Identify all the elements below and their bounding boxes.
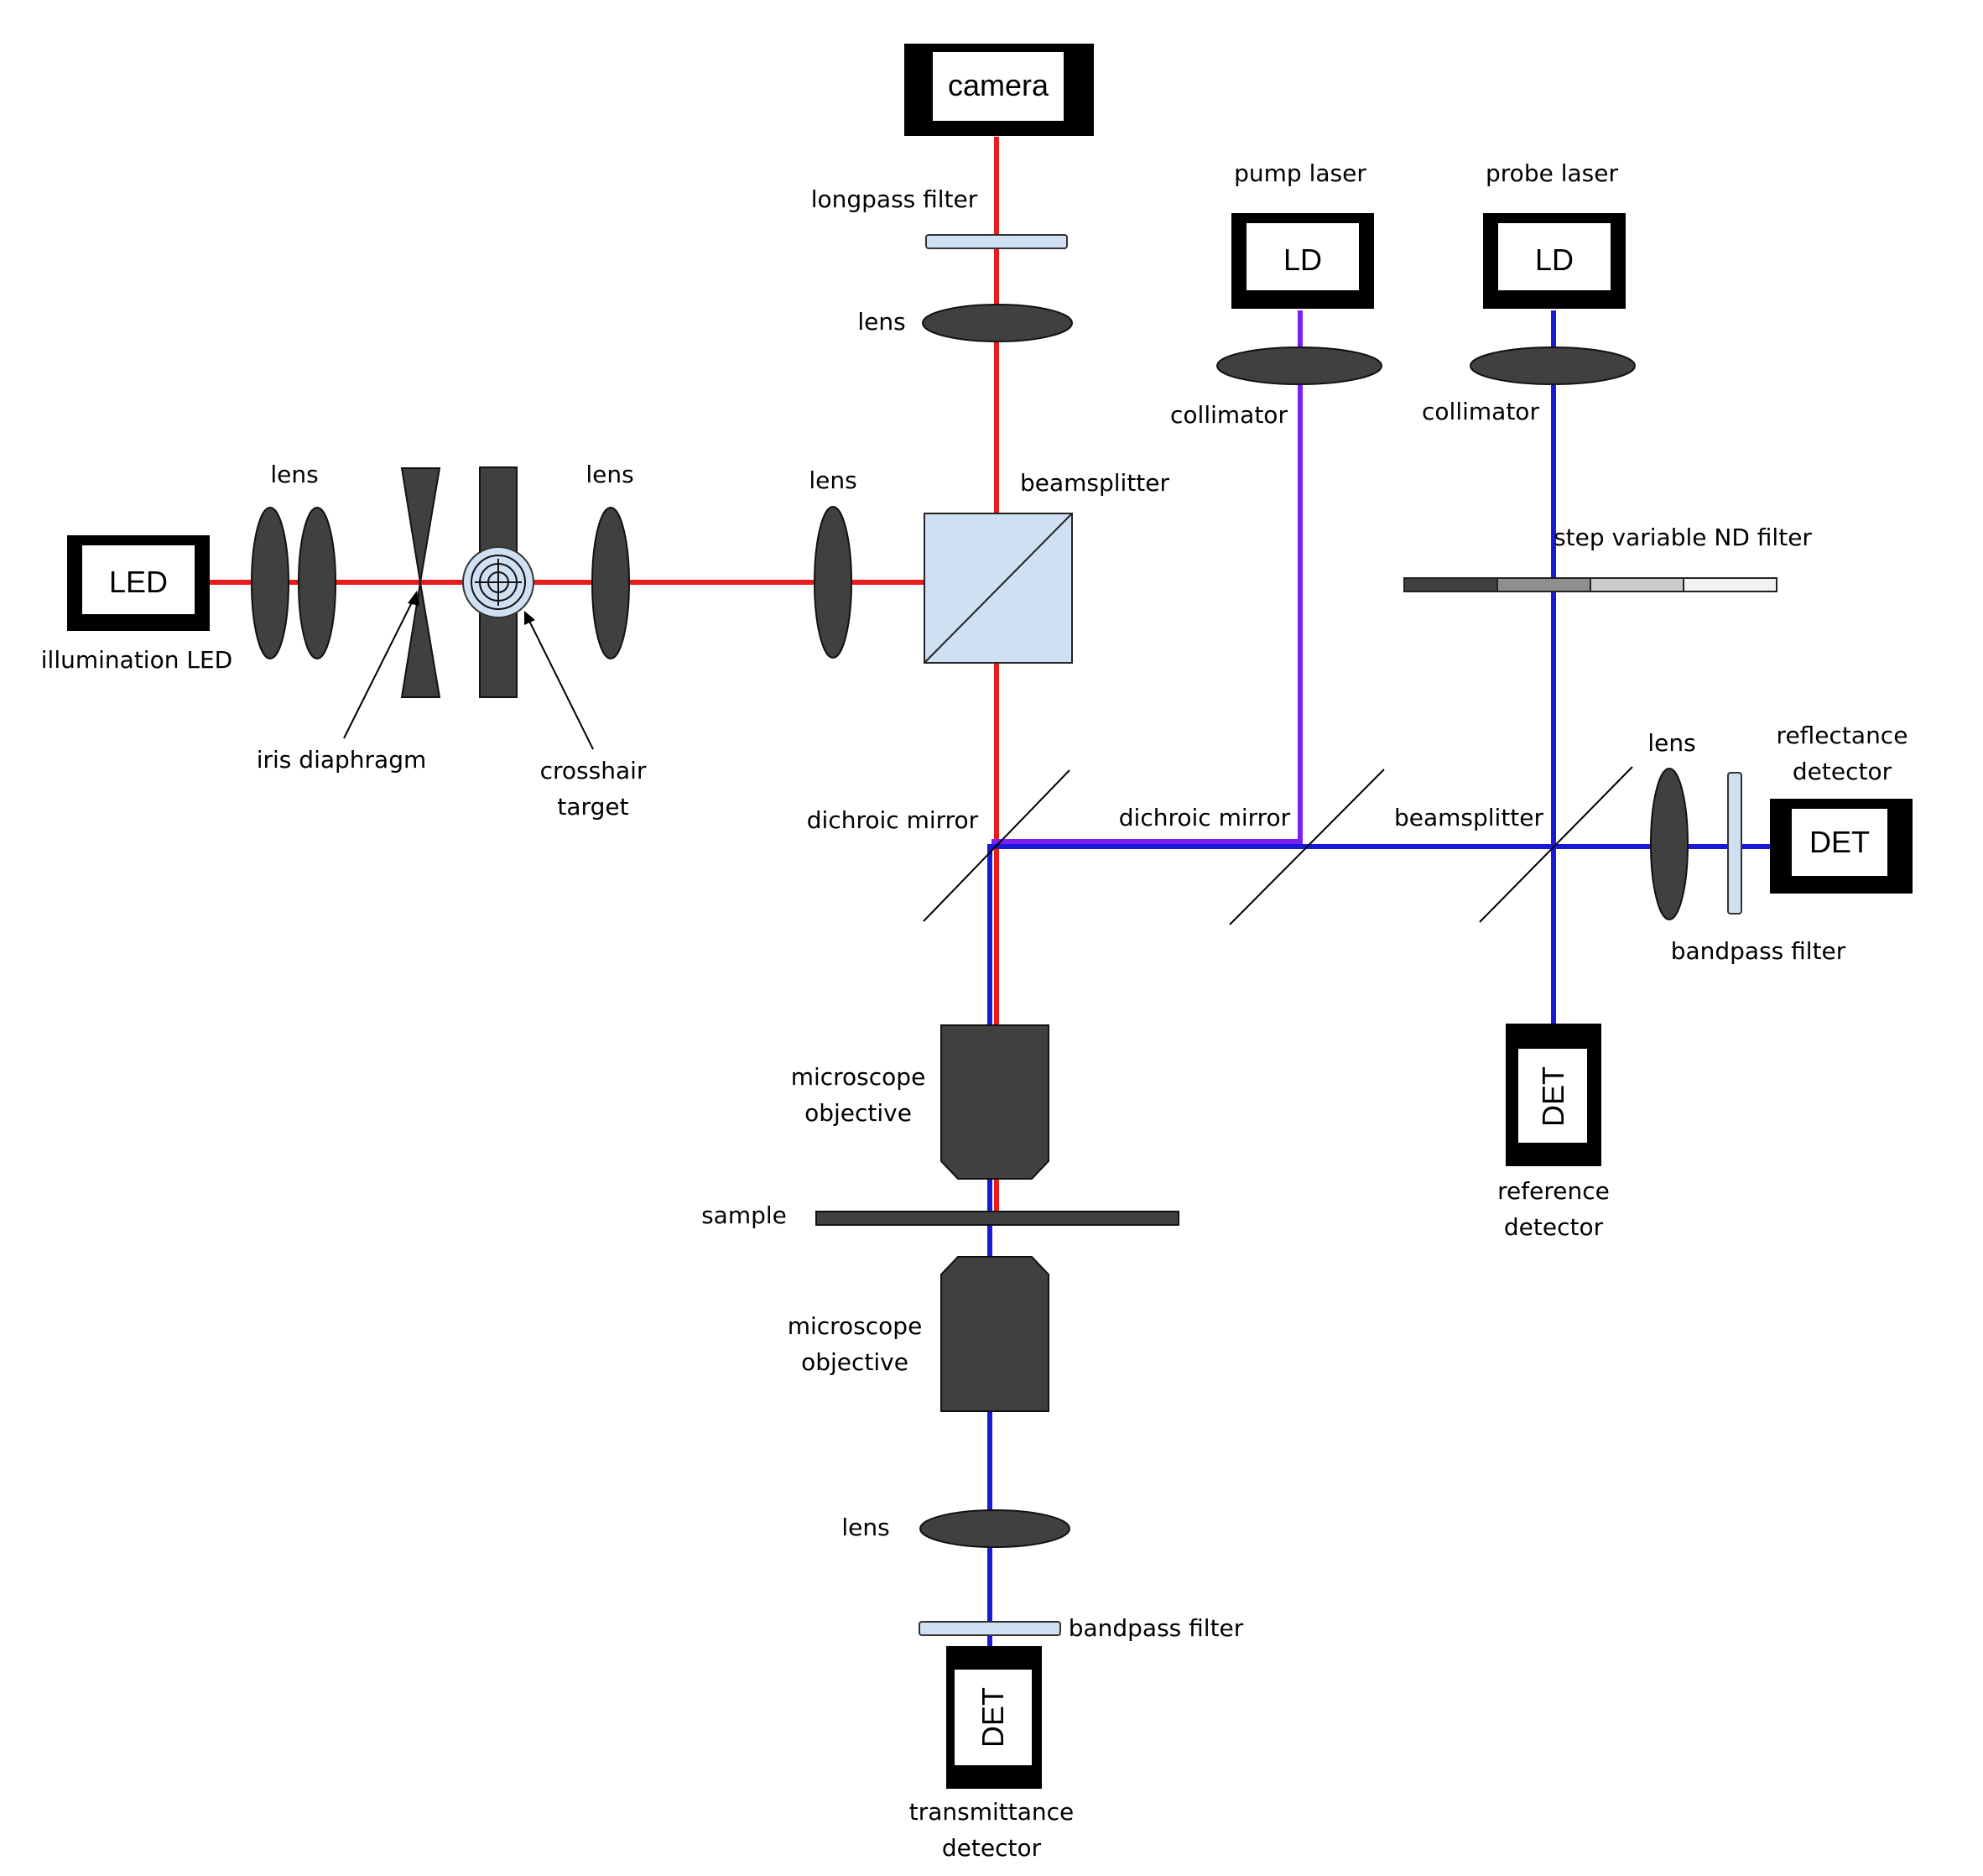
beamsplitter-plate <box>1479 766 1633 923</box>
sample-label: sample <box>701 1201 787 1229</box>
reflectance-detector-label-1: reflectance <box>1777 722 1908 749</box>
microscope-objective-top-label-1: microscope <box>791 1063 926 1091</box>
camera-label: camera <box>948 68 1049 102</box>
collimator-pump <box>1216 347 1382 385</box>
dichroic-mirror-2 <box>1229 769 1385 925</box>
lens-led-1 <box>251 507 289 659</box>
longpass-filter <box>925 234 1068 249</box>
transmittance-detector-label-2: detector <box>942 1834 1042 1862</box>
illumination-led-label: illumination LED <box>41 646 232 674</box>
collimator-probe <box>1470 347 1636 385</box>
bandpass-filter-reflectance <box>1727 772 1742 915</box>
pump-ld-label: LD <box>1283 242 1322 277</box>
lens-camera-label: lens <box>857 308 905 336</box>
iris-pointer-arrow <box>343 591 419 739</box>
lens-reflectance <box>1650 768 1689 920</box>
probe-laser-label: probe laser <box>1486 159 1618 187</box>
beamsplitter-cube-label: beamsplitter <box>1020 469 1170 497</box>
step-nd-filter <box>1403 577 1777 592</box>
reflectance-detector-label-2: detector <box>1793 758 1892 785</box>
transmittance-det-label: DET <box>976 1687 1010 1748</box>
lens-camera <box>922 304 1073 342</box>
crosshair-target-label-1: crosshair <box>540 757 647 784</box>
dichroic-mirror-2-label: dichroic mirror <box>1119 804 1291 831</box>
crosshair-pointer-arrow <box>524 611 594 750</box>
lens-transmittance <box>919 1509 1070 1548</box>
bandpass-filter-transmittance-label: bandpass filter <box>1069 1614 1244 1642</box>
transmittance-detector-label-1: transmittance <box>909 1798 1075 1826</box>
beamsplitter-plate-label: beamsplitter <box>1394 804 1544 831</box>
reference-detector: DET <box>1506 1024 1601 1166</box>
lens-before-bs <box>814 506 852 659</box>
step-nd-filter-label: step variable ND filter <box>1554 524 1812 551</box>
pump-laser-diode: LD <box>1231 213 1374 309</box>
led-label: LED <box>109 565 168 599</box>
camera: camera <box>904 44 1094 136</box>
microscope-objective-bottom-label-1: microscope <box>788 1312 923 1340</box>
reflectance-det-label: DET <box>1809 825 1870 859</box>
collimator-probe-label: collimator <box>1422 398 1539 425</box>
beams <box>208 137 1772 1646</box>
probe-ld-label: LD <box>1535 242 1574 277</box>
microscope-objective-top-label-2: objective <box>804 1099 912 1127</box>
reference-det-label: DET <box>1536 1066 1570 1127</box>
reflectance-detector: DET <box>1770 799 1913 894</box>
iris-diaphragm-bottom <box>400 581 441 698</box>
pump-laser-label: pump laser <box>1234 159 1366 187</box>
crosshair-target <box>462 466 534 698</box>
bandpass-filter-transmittance <box>919 1621 1061 1636</box>
dichroic-mirror-1-label: dichroic mirror <box>807 806 979 834</box>
sample <box>815 1211 1179 1226</box>
bandpass-filter-reflectance-label: bandpass filter <box>1671 937 1846 965</box>
lens-after-target-label: lens <box>586 461 633 488</box>
illumination-led: LED <box>67 535 210 631</box>
lens-after-target <box>591 507 630 659</box>
reference-detector-label-1: reference <box>1497 1177 1610 1205</box>
iris-diaphragm-top <box>400 467 441 583</box>
longpass-filter-label: longpass filter <box>811 185 978 213</box>
crosshair-target-label-2: target <box>557 793 628 821</box>
lens-led-pair-label: lens <box>270 461 318 488</box>
probe-laser-diode: LD <box>1483 213 1626 309</box>
lens-before-bs-label: lens <box>809 466 856 494</box>
reference-detector-label-2: detector <box>1504 1213 1604 1241</box>
dichroic-mirror-1 <box>923 769 1070 922</box>
lens-led-2 <box>298 507 336 659</box>
lens-reflectance-label: lens <box>1647 729 1695 757</box>
collimator-pump-label: collimator <box>1170 401 1288 429</box>
beamsplitter-cube <box>924 513 1073 664</box>
microscope-objective-bottom <box>940 1256 1049 1412</box>
transmittance-detector: DET <box>946 1646 1042 1789</box>
microscope-objective-bottom-label-2: objective <box>801 1348 908 1376</box>
microscope-objective-top <box>940 1024 1049 1180</box>
lens-transmittance-label: lens <box>841 1514 889 1541</box>
iris-diaphragm-label: iris diaphragm <box>257 746 427 774</box>
